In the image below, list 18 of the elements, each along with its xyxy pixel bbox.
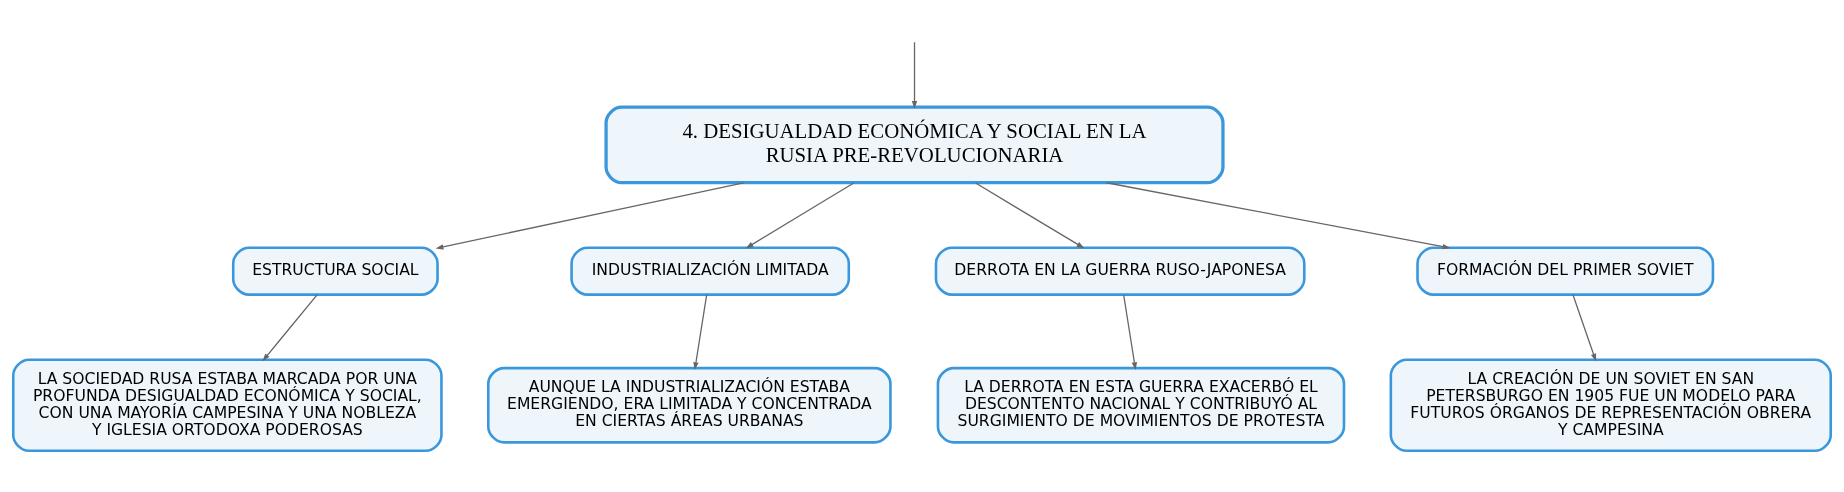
node-box: FORMACIÓN DEL PRIMER SOVIET	[1416, 246, 1715, 296]
arrow	[262, 294, 318, 362]
node-box: LA DERROTA EN ESTA GUERRA EXACERBÓ EL DESCONTENTO NACIONAL Y CONTRIBUYÓ AL SURGIMIENTO DE MOVIMIENTOS DE PROTESTA	[936, 366, 1346, 444]
node-box: ESTRUCTURA SOCIAL	[231, 246, 439, 296]
arrow	[1123, 294, 1138, 371]
node-box: DERROTA EN LA GUERRA RUSO-JAPONESA	[934, 246, 1306, 296]
arrow	[975, 182, 1085, 249]
node-box: INDUSTRIALIZACIÓN LIMITADA	[570, 246, 851, 296]
arrow	[435, 182, 745, 250]
node-box: AUNQUE LA INDUSTRIALIZACIÓN ESTABA EMERGIENDO, ERA LIMITADA Y CONCENTRADA EN CIERTAS ÁREAS URBANAS	[487, 366, 892, 444]
node-box: 4. DESIGUALDAD ECONÓMICA Y SOCIAL EN LA RUSIA PRE-REVOLUCIONARIA	[604, 105, 1225, 185]
arrow	[693, 294, 708, 371]
node-box: LA SOCIEDAD RUSA ESTABA MARCADA POR UNA PROFUNDA DESIGUALDAD ECONÓMICA Y SOCIAL, CON UNA MAYORÍA CAMPESINA Y UNA NOBLEZA Y IGLESIA ORTODOXA PODEROSAS	[11, 358, 443, 453]
arrow	[745, 182, 855, 249]
arrow	[1106, 182, 1451, 250]
node-box: LA CREACIÓN DE UN SOVIET EN SAN PETERSBURGO EN 1905 FUE UN MODELO PARA FUTUROS ÓRGANOS DE REPRESENTACIÓN OBRERA Y CAMPESINA	[1389, 358, 1833, 453]
arrow	[1572, 294, 1597, 362]
arrow	[911, 41, 918, 109]
